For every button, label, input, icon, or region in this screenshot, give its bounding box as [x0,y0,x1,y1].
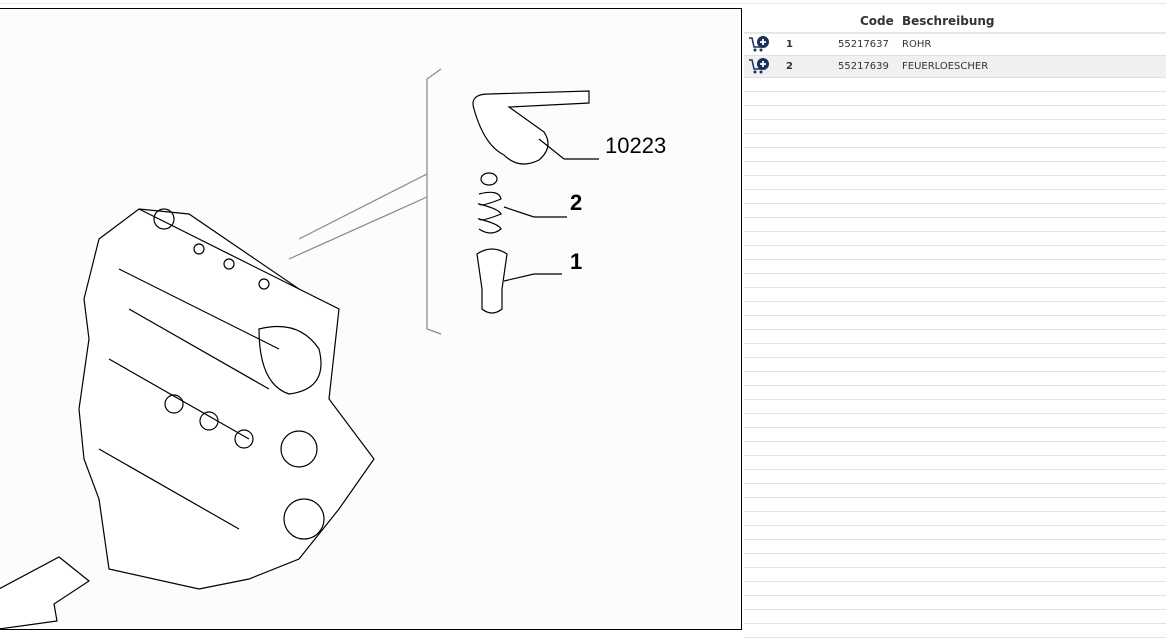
empty-row [744,316,1166,330]
row-position: 2 [786,61,793,72]
empty-row [744,92,1166,106]
empty-rows [744,78,1166,638]
empty-row [744,330,1166,344]
empty-row [744,106,1166,120]
empty-row [744,484,1166,498]
parts-table: Code Beschreibung 1 55217637 ROHR 2 5521… [744,8,1166,638]
empty-row [744,176,1166,190]
cart-add-icon[interactable] [748,57,770,75]
row-code[interactable]: 55217637 [838,39,889,50]
row-position: 1 [786,39,793,50]
header-code: Code [860,14,894,28]
empty-row [744,190,1166,204]
empty-row [744,414,1166,428]
empty-row [744,512,1166,526]
empty-row [744,456,1166,470]
empty-row [744,260,1166,274]
callout-10223[interactable]: 10223 [605,133,667,158]
empty-row [744,288,1166,302]
empty-row [744,120,1166,134]
empty-row [744,582,1166,596]
empty-row [744,442,1166,456]
empty-row [744,596,1166,610]
empty-row [744,78,1166,92]
empty-row [744,386,1166,400]
empty-row [744,554,1166,568]
callout-2[interactable]: 2 [570,190,583,215]
empty-row [744,400,1166,414]
empty-row [744,246,1166,260]
row-code[interactable]: 55217639 [838,61,889,72]
empty-row [744,162,1166,176]
empty-row [744,624,1166,638]
row-description: FEUERLOESCHER [902,61,989,72]
empty-row [744,302,1166,316]
empty-row [744,232,1166,246]
header-description: Beschreibung [902,14,995,28]
empty-row [744,540,1166,554]
empty-row [744,498,1166,512]
empty-row [744,428,1166,442]
callout-1[interactable]: 1 [570,249,583,274]
empty-row [744,344,1166,358]
empty-row [744,526,1166,540]
exploded-parts-drawing[interactable]: 10223 2 1 [0,8,742,630]
empty-row [744,372,1166,386]
top-divider [0,3,1166,4]
empty-row [744,148,1166,162]
cart-add-icon[interactable] [748,35,770,53]
empty-row [744,218,1166,232]
empty-row [744,358,1166,372]
empty-row [744,610,1166,624]
empty-row [744,568,1166,582]
table-header: Code Beschreibung [744,8,1166,32]
empty-row [744,134,1166,148]
row-description: ROHR [902,39,932,50]
engine-illustration [0,68,599,629]
empty-row [744,204,1166,218]
table-row[interactable]: 2 55217639 FEUERLOESCHER [744,56,1166,78]
header-divider [744,32,1166,34]
empty-row [744,274,1166,288]
empty-row [744,470,1166,484]
table-row[interactable]: 1 55217637 ROHR [744,34,1166,56]
